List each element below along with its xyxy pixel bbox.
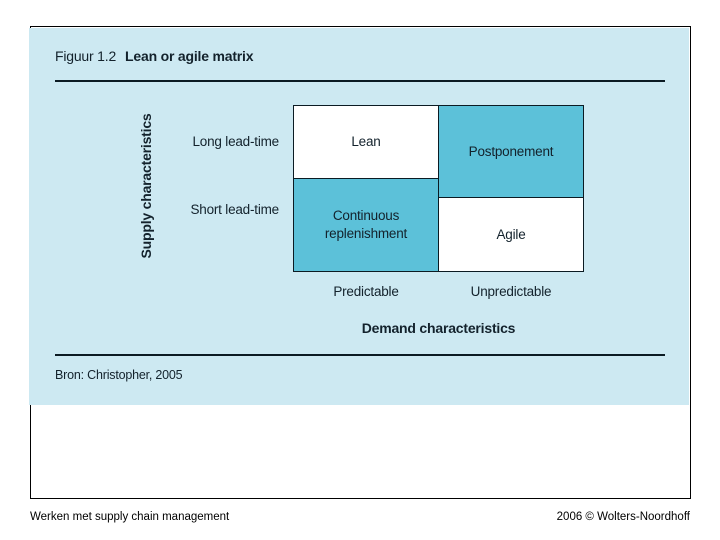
matrix-cell-postponement: Postponement: [438, 105, 584, 198]
footer-copyright: 2006 © Wolters-Noordhoff: [556, 511, 690, 523]
x-axis-title: Demand characteristics: [361, 320, 516, 336]
figure-number: Figuur 1.2: [55, 48, 117, 64]
figure-source: Bron: Christopher, 2005: [55, 368, 183, 382]
matrix-cell-lean: Lean: [293, 105, 439, 179]
matrix-cell-agile: Agile: [438, 197, 584, 272]
figure-title: Figuur 1.2 Lean or agile matrix: [55, 48, 254, 64]
figure-name: Lean or agile matrix: [125, 48, 254, 64]
title-rule: [55, 80, 665, 82]
row-label-long-lead-time: Long lead-time: [192, 134, 279, 149]
row-label-short-lead-time: Short lead-time: [190, 202, 279, 217]
source-rule: [55, 354, 665, 356]
footer-book-title: Werken met supply chain management: [30, 511, 230, 523]
col-label-predictable: Predictable: [333, 284, 399, 299]
matrix-cell-continuous-replenishment: Continuous replenishment: [293, 178, 439, 272]
col-label-unpredictable: Unpredictable: [470, 284, 552, 299]
